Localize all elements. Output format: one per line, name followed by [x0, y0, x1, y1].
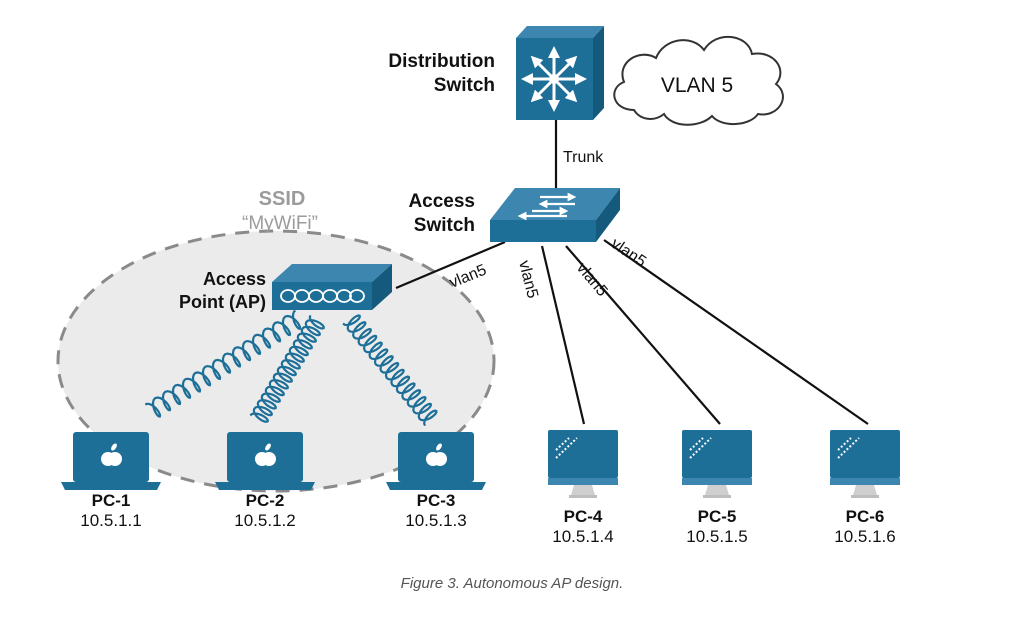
pc-ip-label: 10.5.1.5 — [686, 527, 747, 546]
access-switch-label-line1: Access — [408, 191, 475, 212]
pc-name-label: PC-6 — [846, 507, 885, 526]
vlan-link-label-ap: vlan5 — [447, 262, 489, 292]
access-point-label-line2: Point (AP) — [179, 292, 266, 312]
apple-laptop-icon — [215, 432, 315, 490]
laptop-pc-2: PC-210.5.1.2 — [215, 432, 315, 530]
pc-name-label: PC-1 — [92, 491, 131, 510]
ssid-label: SSID — [259, 188, 306, 210]
cloud-icon — [613, 35, 784, 126]
access-switch-label-line2: Switch — [414, 215, 475, 236]
vlan-link-label-pc6: vlan5 — [608, 235, 649, 271]
ssid-name-label: “MyWiFi” — [242, 213, 318, 234]
access-point-icon — [272, 282, 372, 310]
desktop-monitor-icon — [830, 430, 900, 498]
laptop-pc-1: PC-110.5.1.1 — [61, 432, 161, 530]
pc5-link-line — [565, 245, 721, 425]
desktop-monitor-icon — [548, 430, 618, 498]
figure-caption: Figure 3. Autonomous AP design. — [401, 575, 624, 592]
apple-laptop-icon — [61, 432, 161, 490]
ap-link-line — [395, 240, 506, 290]
wireless-link-pc2 — [249, 315, 325, 423]
pc4-link-line — [540, 245, 586, 425]
vlan-cloud-label: VLAN 5 — [661, 74, 733, 97]
distribution-switch-label-line2: Switch — [434, 75, 495, 96]
pc-ip-label: 10.5.1.4 — [552, 527, 613, 546]
access-point — [272, 264, 392, 310]
distribution-switch-label-line1: Distribution — [388, 51, 495, 72]
pc-ip-label: 10.5.1.2 — [234, 511, 295, 530]
access-point-label-line1: Access — [203, 269, 266, 289]
pc-name-label: PC-3 — [417, 491, 456, 510]
pc-name-label: PC-2 — [246, 491, 285, 510]
wireless-link-pc1 — [144, 309, 302, 418]
desktop-pc-4: PC-410.5.1.4 — [548, 430, 618, 546]
pc6-link-line — [603, 239, 869, 425]
wireless-links — [144, 309, 438, 427]
apple-laptop-icon — [386, 432, 486, 490]
distribution-switch — [516, 26, 604, 120]
access-switch — [490, 188, 620, 242]
wired-links — [395, 118, 869, 425]
pc-ip-label: 10.5.1.1 — [80, 511, 141, 530]
wireless-link-pc3 — [342, 314, 438, 427]
desktop-pc-5: PC-510.5.1.5 — [682, 430, 752, 546]
laptop-pc-3: PC-310.5.1.3 — [386, 432, 486, 530]
desktops: PC-410.5.1.4PC-510.5.1.5PC-610.5.1.6 — [548, 430, 900, 546]
desktop-pc-6: PC-610.5.1.6 — [830, 430, 900, 546]
pc-ip-label: 10.5.1.3 — [405, 511, 466, 530]
pc-ip-label: 10.5.1.6 — [834, 527, 895, 546]
vlan-link-label-pc5: vlan5 — [573, 260, 611, 300]
trunk-label: Trunk — [563, 149, 604, 166]
pc-name-label: PC-5 — [698, 507, 737, 526]
vlan-link-label-pc4: vlan5 — [515, 259, 541, 300]
laptops: PC-110.5.1.1PC-210.5.1.2PC-310.5.1.3 — [61, 432, 486, 530]
pc-name-label: PC-4 — [564, 507, 603, 526]
desktop-monitor-icon — [682, 430, 752, 498]
